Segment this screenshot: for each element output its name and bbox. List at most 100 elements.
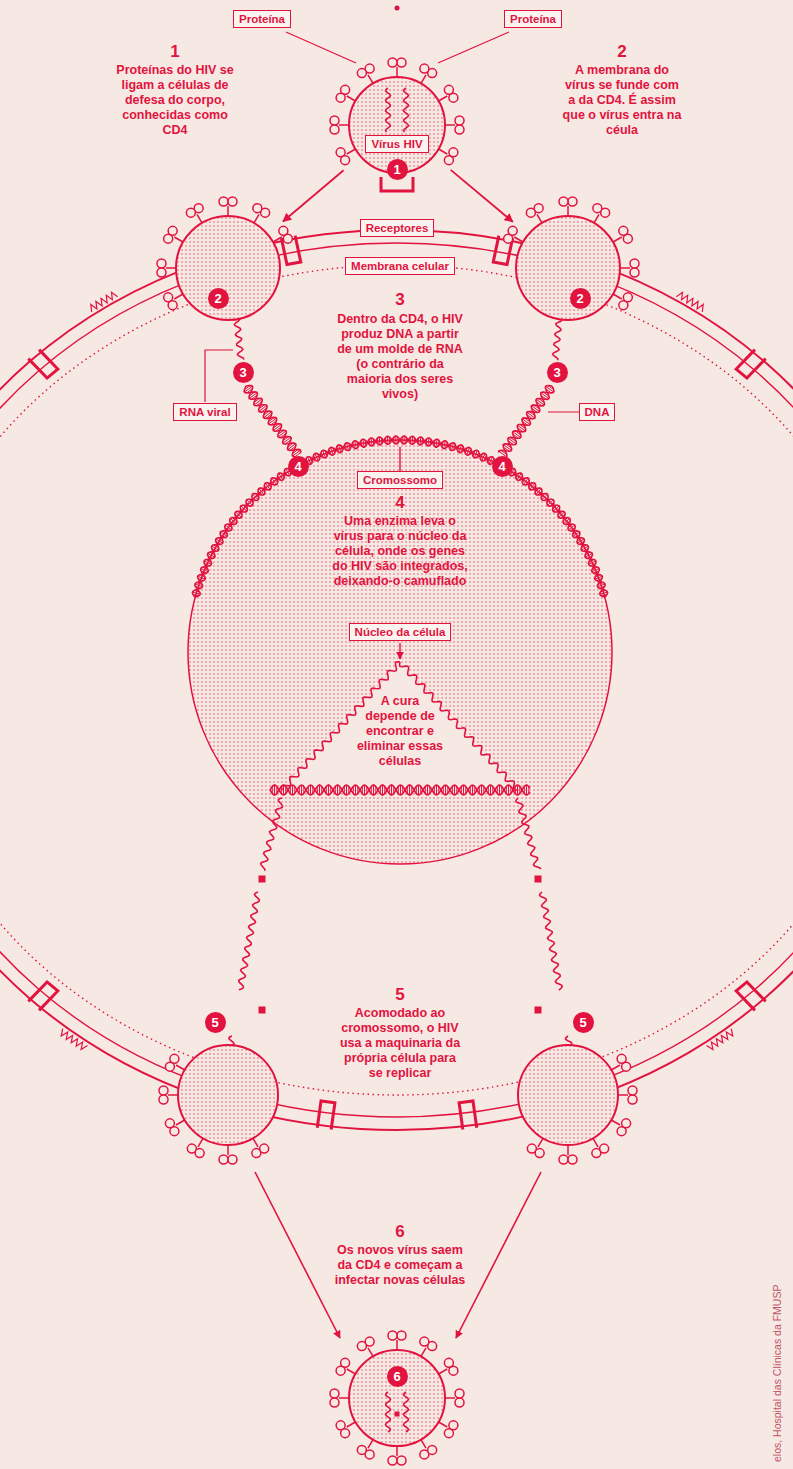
base-pair [384,787,385,794]
step-number: 5 [395,986,404,1004]
protein-stalk [439,96,448,101]
protein-stalk [611,1065,620,1070]
virus-body [178,1045,278,1145]
base-pair [470,787,471,794]
base-pair [472,785,473,795]
protein-knob [219,1155,228,1164]
base-pair [425,787,426,794]
callout-number: 2 [570,288,591,309]
part-label: Cromossomo [357,471,443,489]
base-pair [541,395,547,399]
base-pair [517,785,518,795]
step-number: 6 [395,1223,404,1241]
base-pair [288,444,296,450]
protein-knob [357,69,366,78]
base-pair [508,438,516,444]
base-pair [513,432,521,438]
protein-knob [623,293,632,302]
protein-stalk [174,294,183,299]
base-pair [355,785,356,795]
leader-line [205,350,233,402]
exit-arrow [456,1172,541,1338]
base-pair [398,787,399,794]
base-pair [269,418,277,424]
protein-knob [559,1155,568,1164]
base-pair [465,787,466,794]
base-pair [527,415,533,419]
protein-knob [336,93,345,102]
protein-knob [397,1456,406,1465]
protein-stalk [567,1145,569,1155]
base-pair [429,787,430,794]
virus-texture [178,1045,278,1145]
protein-knob [444,85,453,94]
base-pair [474,787,475,794]
viral-rna [516,798,541,869]
virus-body [516,216,620,320]
protein-stalk [253,1138,258,1147]
protein-stalk [620,267,630,269]
base-pair [513,434,519,438]
protein-knob [279,226,288,235]
protein-knob [593,204,602,213]
base-pair [501,787,502,794]
base-pair [389,787,390,794]
new-virus: 6 [327,1328,467,1468]
protein-knob [397,58,406,67]
protein-knob [165,1062,174,1071]
callout-number: 6 [387,1366,408,1387]
callout-number: 1 [387,159,408,180]
step-number: 4 [395,494,404,512]
base-pair [532,406,540,412]
base-pair [281,787,282,794]
step-number: 2 [617,43,626,61]
part-label: RNA viral [173,403,236,421]
protein-stalk [396,67,398,77]
base-pair [400,785,401,795]
protein-stalk [368,75,373,84]
viral-rna [261,798,283,871]
base-pair [402,787,403,794]
base-pair [508,785,509,795]
protein-knob [455,125,464,134]
protein-knob [195,1149,204,1158]
step-text: Uma enzima leva o vírus para o núcleo da… [328,514,473,589]
part-label: Proteína [504,10,562,28]
protein-stalk [445,1397,455,1399]
base-pair [244,386,252,392]
fusing-virus: 2 [163,203,293,333]
base-pair [276,427,282,431]
protein-stalk [421,1348,426,1357]
protein-knob [449,1421,458,1430]
fusing-virus [157,197,292,320]
base-pair [420,787,421,794]
base-pair [393,787,394,794]
membrane-fiber [61,1029,87,1050]
protein-knob [186,208,195,217]
base-pair [317,787,318,794]
part-label: DNA [579,403,616,421]
protein-knob [170,1127,179,1136]
base-pair [518,428,524,432]
protein-knob [341,156,350,165]
protein-knob [159,1086,168,1095]
protein-knob [260,1144,269,1153]
protein-knob [388,1331,397,1340]
integration-area [282,662,518,790]
viral-dna [498,386,554,458]
base-pair [273,425,281,431]
virus-texture [516,216,620,320]
strand [270,785,530,795]
base-pair [407,787,408,794]
protein-knob [357,1342,366,1351]
leader-arrow [399,643,400,659]
base-pair [409,785,410,795]
nucleus-texture [188,440,612,864]
base-pair [488,787,489,794]
protein-stalk [176,1120,185,1125]
protein-stalk [166,267,176,269]
base-pair [416,787,417,794]
step-number: 3 [395,291,404,309]
virus-texture [349,1350,445,1446]
flow-arrow [451,170,513,222]
